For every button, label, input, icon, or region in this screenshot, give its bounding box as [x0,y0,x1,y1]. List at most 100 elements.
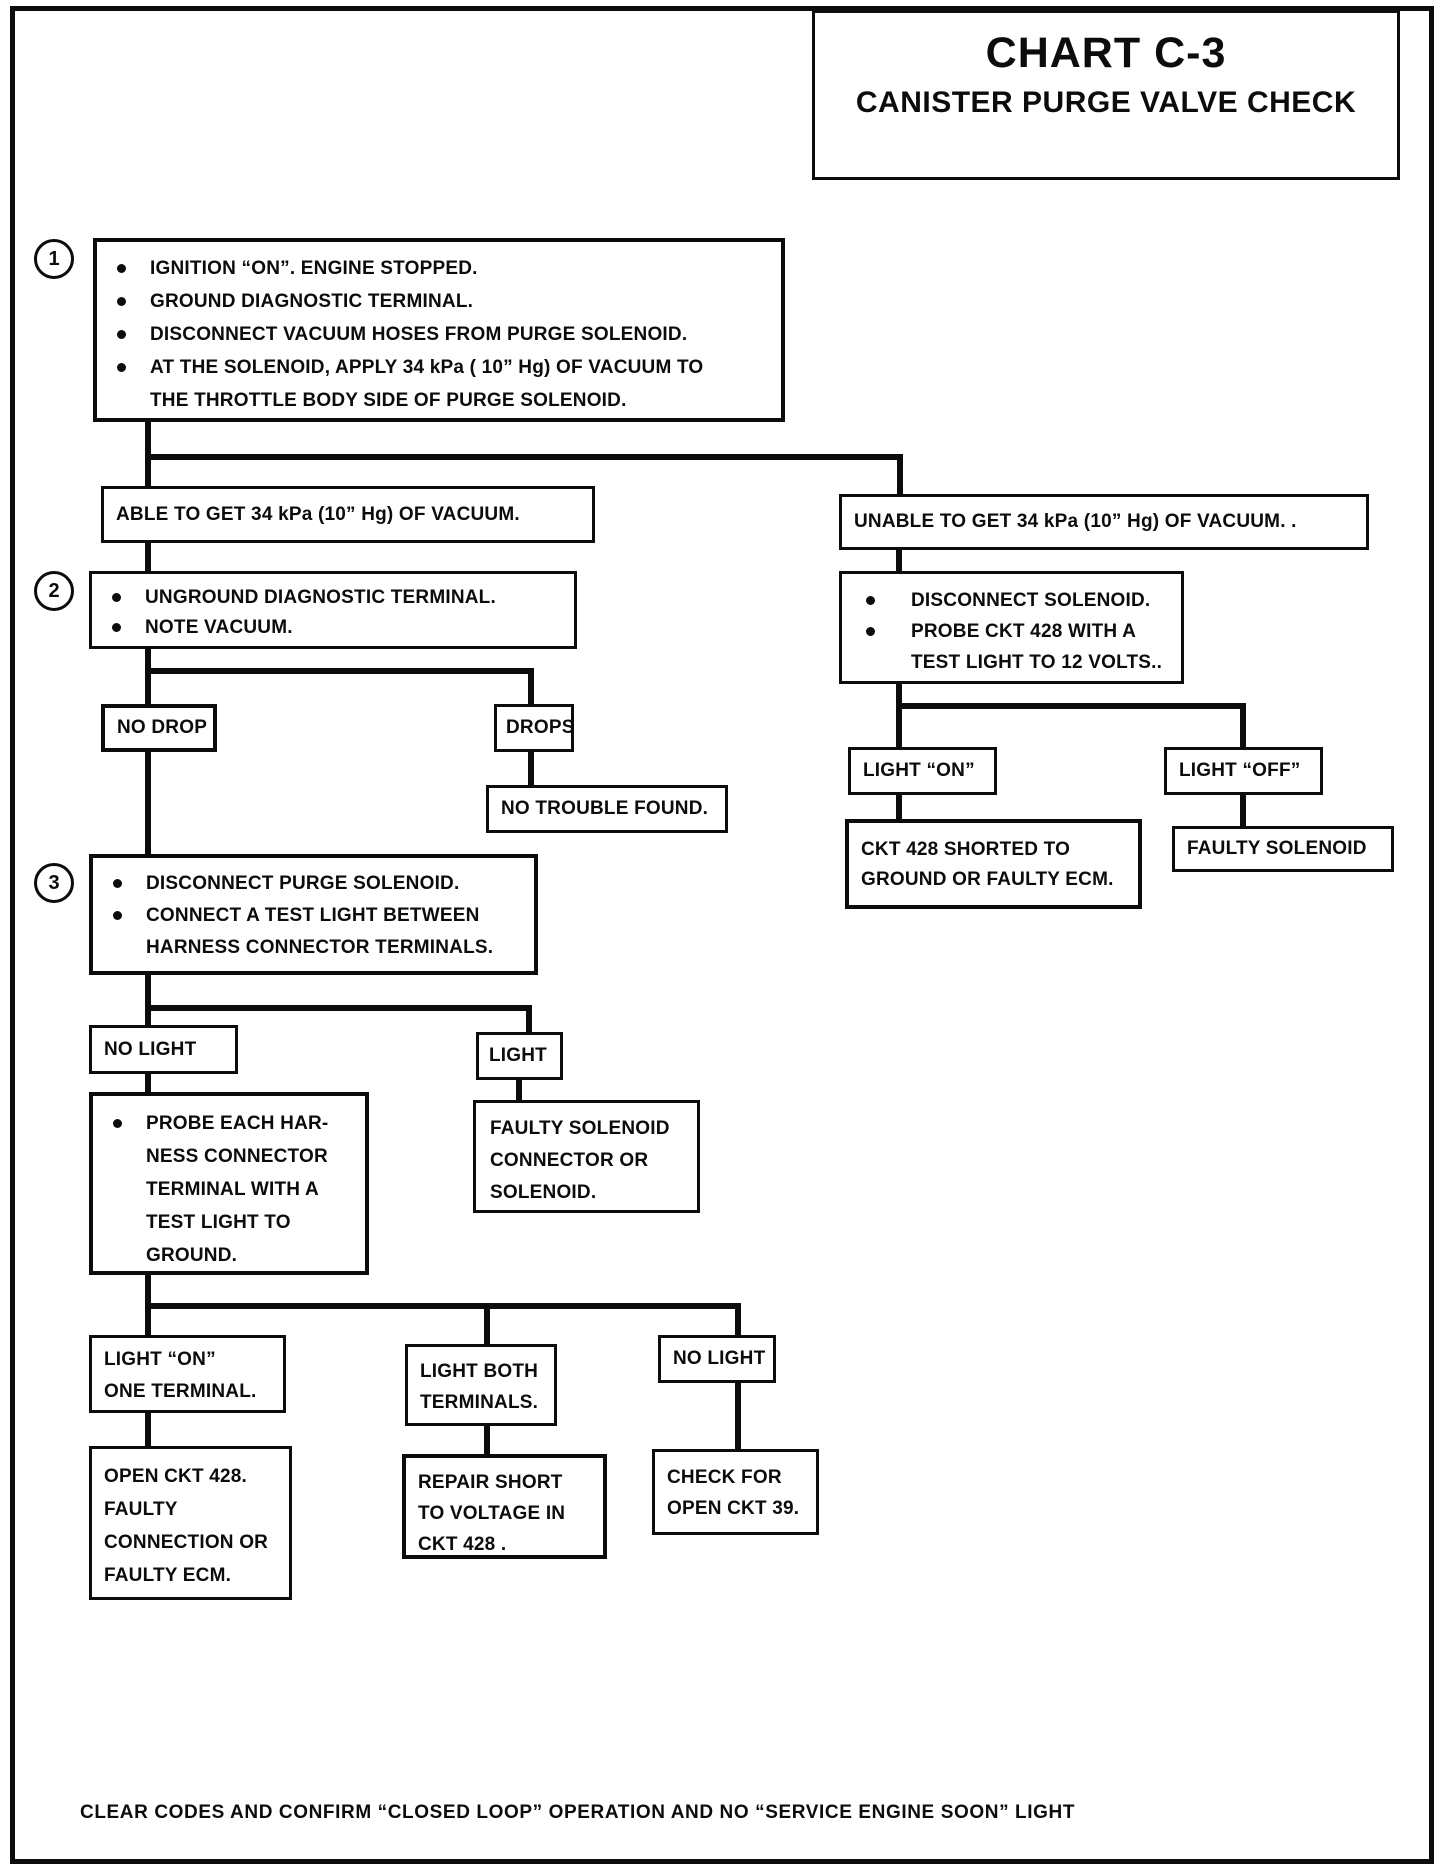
connector-line [1240,793,1246,828]
connector-line [145,1072,151,1094]
connector-line [735,1303,741,1337]
bullet-spacer [113,1185,122,1194]
node-step1: IGNITION “ON”. ENGINE STOPPED. GROUND DI… [93,238,785,422]
node-able-vacuum: ABLE TO GET 34 kPa (10” Hg) OF VACUUM. [101,486,595,543]
bullet-icon [866,627,875,636]
node-faulty-solenoid-label: FAULTY SOLENOID [1187,838,1367,859]
node-drops: DROPS [494,704,574,752]
node-faulty-connector-line: SOLENOID. [490,1182,597,1203]
connector-line [145,1303,741,1309]
node-light-on-right-label: LIGHT “ON” [863,760,975,781]
bullet-icon [117,297,126,306]
node-probe-harness-line: TEST LIGHT TO [146,1212,291,1233]
connector-line [145,750,151,856]
connector-line [145,454,903,460]
connector-line [897,454,903,496]
connector-line [145,647,151,707]
connector-line [145,668,534,674]
page-subtitle: CANISTER PURGE VALVE CHECK [855,86,1357,119]
node-disconnect-solenoid: DISCONNECT SOLENOID. PROBE CKT 428 WITH … [839,571,1184,684]
node-repair-short: REPAIR SHORT TO VOLTAGE IN CKT 428 . [402,1454,607,1559]
node-step3-line: DISCONNECT PURGE SOLENOID. [146,873,460,894]
node-no-trouble-found-label: NO TROUBLE FOUND. [501,798,709,819]
node-open-ckt428-line: FAULTY ECM. [104,1565,232,1586]
node-open-ckt428-line: CONNECTION OR [104,1532,269,1553]
connector-line [896,548,902,573]
node-repair-short-line: CKT 428 . [418,1534,507,1555]
step-marker-2-label: 2 [48,579,60,602]
node-step3: DISCONNECT PURGE SOLENOID. CONNECT A TES… [89,854,538,975]
node-step1-line: DISCONNECT VACUUM HOSES FROM PURGE SOLEN… [150,324,688,345]
node-light-on-one-terminal: LIGHT “ON” ONE TERMINAL. [89,1335,286,1413]
connector-line [526,1005,532,1034]
bullet-spacer [866,658,875,667]
footer-note-text: CLEAR CODES AND CONFIRM “CLOSED LOOP” OP… [80,1802,1076,1823]
connector-line [484,1303,490,1346]
node-step1-line: IGNITION “ON”. ENGINE STOPPED. [150,258,478,279]
node-light-off: LIGHT “OFF” [1164,747,1323,795]
bullet-icon [117,264,126,273]
node-step2: UNGROUND DIAGNOSTIC TERMINAL. NOTE VACUU… [89,571,577,649]
bullet-spacer [113,1218,122,1227]
node-no-light-mid-label: NO LIGHT [104,1038,197,1060]
connector-line [145,973,151,1027]
connector-line [896,793,902,821]
node-step1-line: AT THE SOLENOID, APPLY 34 kPa ( 10” Hg) … [150,357,704,378]
connector-line [145,1411,151,1448]
node-check-open-ckt39-line: CHECK FOR [667,1467,782,1488]
node-light-on-right: LIGHT “ON” [848,747,997,795]
node-step2-line: NOTE VACUUM. [145,617,293,638]
node-faulty-connector-line: CONNECTOR OR [490,1150,649,1171]
bullet-icon [112,593,121,602]
bullet-icon [113,911,122,920]
step-marker-3: 3 [34,863,74,903]
node-light-on-one-terminal-line: LIGHT “ON” [104,1349,216,1370]
node-probe-harness: PROBE EACH HAR- NESS CONNECTOR TERMINAL … [89,1092,369,1275]
connector-line [516,1078,522,1102]
page-border [10,6,1434,1864]
node-repair-short-line: REPAIR SHORT [418,1472,563,1493]
bullet-spacer [117,396,126,405]
node-probe-harness-line: TERMINAL WITH A [146,1179,319,1200]
node-probe-harness-line: GROUND. [146,1245,238,1266]
connector-line [145,541,151,573]
node-no-trouble-found: NO TROUBLE FOUND. [486,785,728,833]
bullet-icon [117,330,126,339]
bullet-spacer [113,1251,122,1260]
node-disconnect-solenoid-line: DISCONNECT SOLENOID. [911,590,1151,611]
node-ckt428-shorted-line: GROUND OR FAULTY ECM. [861,869,1114,890]
node-unable-vacuum-label: UNABLE TO GET 34 kPa (10” Hg) OF VACUUM.… [854,511,1297,532]
bullet-spacer [113,944,122,953]
bullet-icon [112,623,121,632]
node-light-both-terminals: LIGHT BOTH TERMINALS. [405,1344,557,1426]
bullet-icon [866,596,875,605]
footer-note: CLEAR CODES AND CONFIRM “CLOSED LOOP” OP… [80,1802,1075,1824]
page-title: CHART C-3 [985,29,1227,77]
bullet-icon [113,879,122,888]
node-step1-line: THE THROTTLE BODY SIDE OF PURGE SOLENOID… [150,390,627,411]
step-marker-2: 2 [34,571,74,611]
step-marker-3-label: 3 [48,871,60,894]
connector-line [528,668,534,706]
node-check-open-ckt39-line: OPEN CKT 39. [667,1498,800,1519]
node-open-ckt428: OPEN CKT 428. FAULTY CONNECTION OR FAULT… [89,1446,292,1600]
node-no-drop: NO DROP [101,704,217,752]
node-open-ckt428-line: OPEN CKT 428. [104,1466,248,1487]
connector-line [528,750,534,787]
bullet-spacer [113,1152,122,1161]
node-light-both-terminals-line: LIGHT BOTH [420,1361,539,1382]
connector-line [145,1005,532,1011]
node-step2-line: UNGROUND DIAGNOSTIC TERMINAL. [145,587,496,608]
node-probe-harness-line: PROBE EACH HAR- [146,1113,329,1134]
node-disconnect-solenoid-line: PROBE CKT 428 WITH A [911,621,1136,642]
node-ckt428-shorted: CKT 428 SHORTED TO GROUND OR FAULTY ECM. [845,819,1142,909]
step-marker-1: 1 [34,239,74,279]
node-ckt428-shorted-line: CKT 428 SHORTED TO [861,839,1071,860]
step-marker-1-label: 1 [48,247,60,270]
node-unable-vacuum: UNABLE TO GET 34 kPa (10” Hg) OF VACUUM.… [839,494,1369,550]
node-step1-line: GROUND DIAGNOSTIC TERMINAL. [150,291,474,312]
connector-line [735,1381,741,1451]
node-check-open-ckt39: CHECK FOR OPEN CKT 39. [652,1449,819,1535]
node-probe-harness-line: NESS CONNECTOR [146,1146,328,1167]
